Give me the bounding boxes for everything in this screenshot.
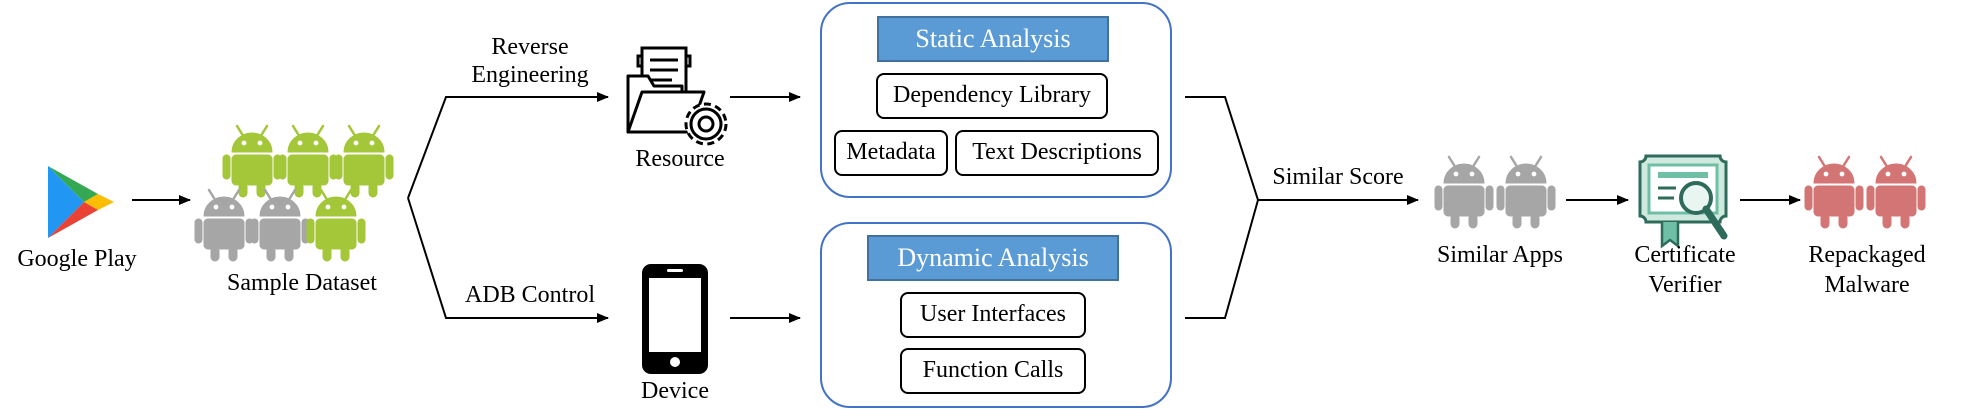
- arrow-to-device: [407, 197, 609, 323]
- google-play-label: Google Play: [17, 246, 137, 272]
- dynamic-analysis-title: Dynamic Analysis: [867, 235, 1119, 281]
- android-icon: [249, 188, 311, 263]
- repackaged-malware-label-line1: Repackaged: [1808, 242, 1926, 268]
- text-descriptions-box: Text Descriptions: [955, 130, 1159, 176]
- folder-gear-icon: [626, 46, 728, 146]
- arrow-to-resource: [407, 92, 609, 199]
- android-icon: [333, 124, 395, 199]
- android-icon-group-dataset: [193, 124, 395, 263]
- similar-score-label: Similar Score: [1272, 164, 1404, 190]
- android-icon: [193, 188, 255, 263]
- line-dynamic-to-score: [1185, 199, 1259, 319]
- dependency-library-box: Dependency Library: [876, 73, 1108, 119]
- similar-apps-label: Similar Apps: [1436, 242, 1563, 268]
- device-label: Device: [641, 378, 709, 404]
- resource-label: Resource: [635, 146, 725, 172]
- android-icon: [305, 188, 367, 263]
- certificate-verifier-label-line2: Verifier: [1648, 272, 1722, 298]
- reverse-engineering-label-line1: Reverse: [491, 34, 569, 60]
- android-icon: [1433, 155, 1495, 230]
- reverse-engineering-label-line2: Engineering: [471, 62, 589, 88]
- android-icon: [221, 124, 283, 199]
- google-play-icon: [48, 166, 114, 238]
- connectors: [132, 92, 1801, 323]
- smartphone-icon: [642, 264, 708, 374]
- sample-dataset-label: Sample Dataset: [227, 270, 377, 296]
- function-calls-box: Function Calls: [900, 348, 1086, 394]
- android-icon: [1495, 155, 1557, 230]
- user-interfaces-box: User Interfaces: [900, 292, 1086, 338]
- certificate-verifier-label-line1: Certificate: [1634, 242, 1736, 268]
- android-icon: [1803, 155, 1865, 230]
- repackaged-malware-label-line2: Malware: [1824, 272, 1910, 298]
- metadata-box: Metadata: [834, 130, 948, 176]
- line-static-to-score: [1185, 96, 1259, 201]
- static-analysis-title: Static Analysis: [877, 16, 1109, 62]
- adb-control-label: ADB Control: [464, 282, 595, 308]
- android-icon: [1865, 155, 1927, 230]
- android-icon: [277, 124, 339, 199]
- certificate-icon: [1638, 154, 1728, 249]
